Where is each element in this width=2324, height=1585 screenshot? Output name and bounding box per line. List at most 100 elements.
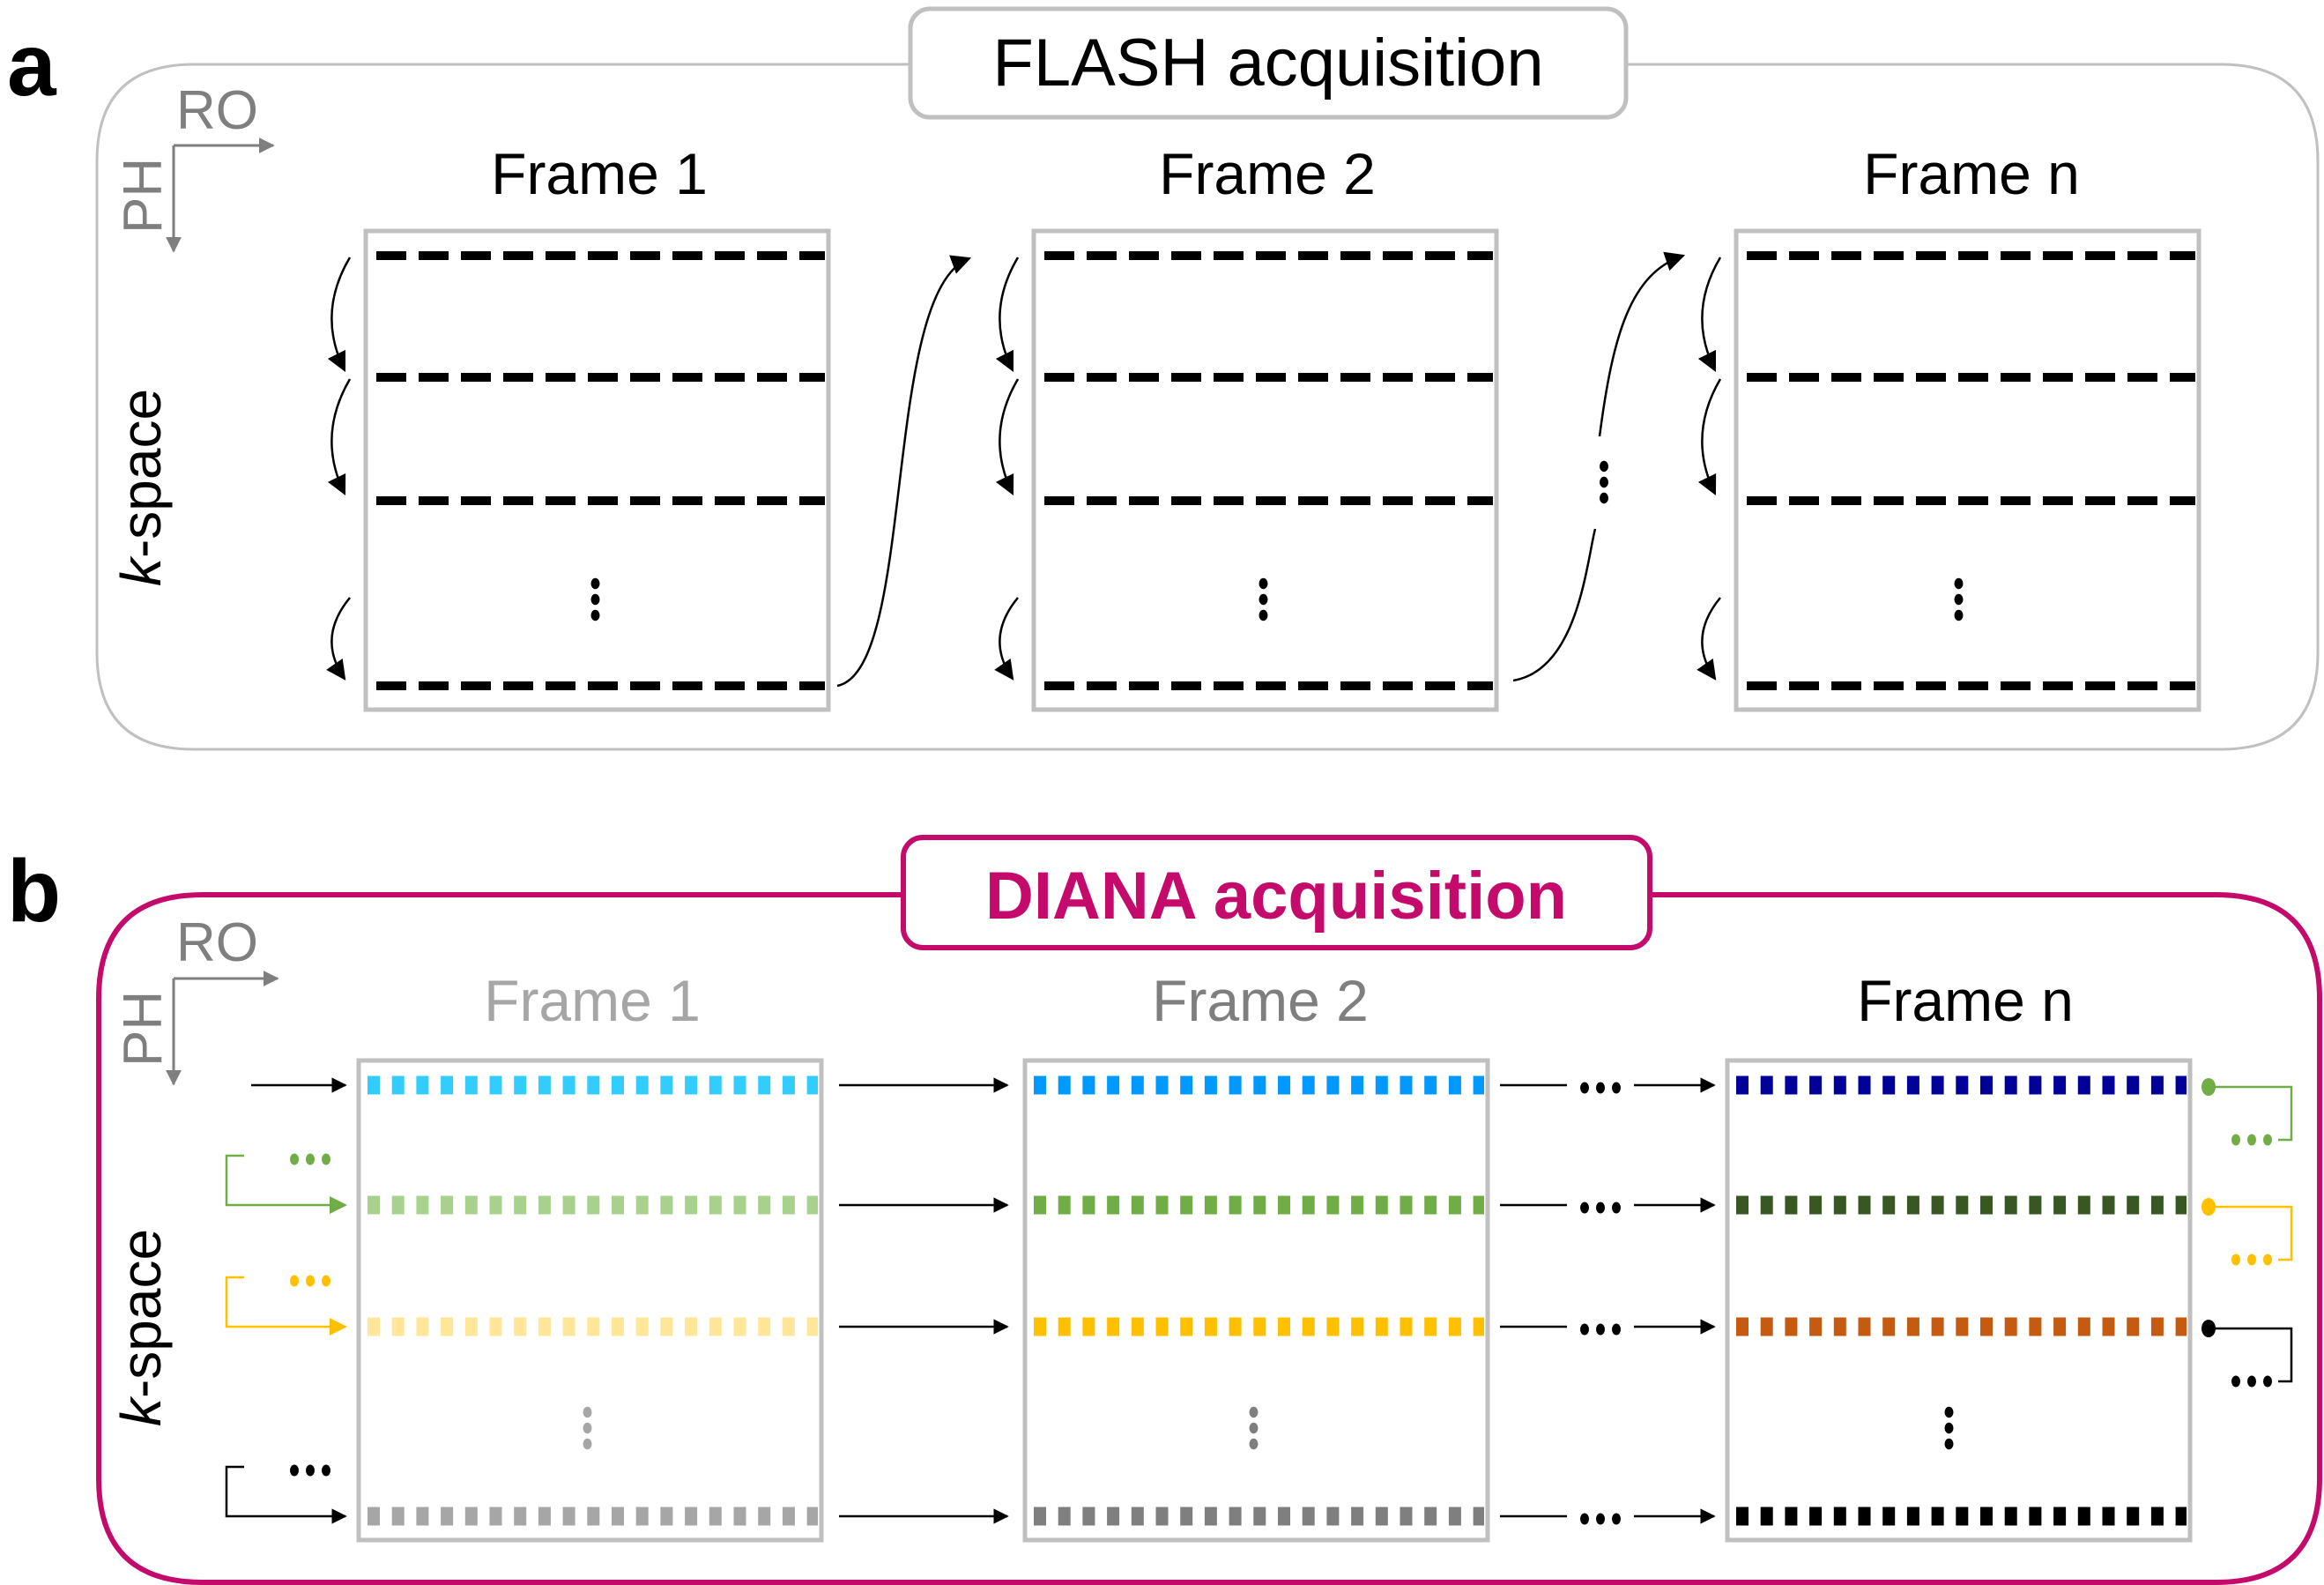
loop-entry-arrow: [225, 1465, 347, 1524]
ellipsis-dot: [1954, 593, 1964, 606]
panel-letter-a: a: [7, 16, 57, 115]
ellipsis-dot: [1944, 1438, 1954, 1450]
loop-back-bracket: [2209, 1327, 2293, 1383]
ellipsis-dot: [2263, 1134, 2272, 1146]
ellipsis-dot: [1600, 492, 1608, 504]
loop-back-ellipsis: [2231, 1254, 2272, 1266]
ellipsis-dot: [290, 1464, 299, 1477]
kspace-axis-label: k-space: [109, 389, 173, 586]
ellipsis-dot: [583, 1438, 592, 1450]
ellipsis-dot: [1259, 609, 1268, 621]
ellipsis-dot: [1944, 1406, 1954, 1418]
ellipsis-dot: [583, 1422, 592, 1434]
loop-entry-ellipsis: [290, 1153, 330, 1165]
ellipsis-dot: [1596, 1323, 1605, 1336]
frames-ellipsis: [1580, 1513, 1621, 1525]
ellipsis-dot: [1600, 476, 1608, 488]
ellipsis-dot: [1600, 460, 1608, 473]
ellipsis-dot: [2247, 1254, 2256, 1266]
ellipsis-dot: [306, 1153, 315, 1165]
frame-label: Frame n: [1857, 968, 2074, 1033]
frames-ellipsis: [1580, 1323, 1621, 1336]
more-lines-ellipsis: [1944, 1406, 1954, 1450]
ellipsis-dot: [2231, 1375, 2240, 1388]
kspace-frame-box: [1725, 1058, 2193, 1543]
line-order-arrow: [1697, 257, 1722, 373]
ellipsis-dot: [2263, 1254, 2272, 1266]
more-lines-ellipsis: [1954, 577, 1964, 621]
ellipsis-dot: [1596, 1202, 1605, 1214]
line-order-arrow: [327, 378, 352, 496]
axes-indicator-a: RO PH: [113, 80, 275, 253]
frame-label: Frame 2: [1152, 968, 1369, 1033]
kspace-frame-box: [1031, 228, 1499, 712]
loop-entry-ellipsis: [290, 1464, 330, 1477]
ellipsis-dot: [1249, 1406, 1259, 1418]
panel-b-frames: Frame 1 Frame 2 Frame n: [225, 968, 2293, 1543]
frame-label: Frame 2: [1159, 141, 1376, 206]
ellipsis-dot: [1249, 1422, 1259, 1434]
loop-entry-arrow: [225, 1154, 347, 1214]
ellipsis-dot: [590, 577, 600, 590]
loop-back-ellipsis: [2231, 1375, 2272, 1388]
axes-indicator-b: RO PH: [113, 912, 279, 1086]
kspace-frame-box: [363, 228, 831, 712]
frame-1: Frame 1: [326, 141, 831, 712]
panel-a-border: [95, 63, 2320, 751]
more-lines-ellipsis: [1259, 577, 1268, 621]
ellipsis-dot: [2231, 1134, 2240, 1146]
panel-b-diana: b DIANA acquisition RO PH k-space Frame …: [7, 835, 2322, 1585]
ellipsis-dot: [1954, 609, 1964, 621]
frame-2: Frame 2: [994, 141, 1499, 712]
more-lines-ellipsis: [583, 1406, 592, 1450]
ph-axis-label: PH: [113, 991, 174, 1067]
next-frame-arrow: [836, 255, 972, 688]
next-frame-arrow-lower: [1512, 528, 1597, 682]
ellipsis-dot: [1259, 593, 1268, 606]
more-lines-ellipsis: [1249, 1406, 1259, 1450]
loop-back-bracket: [2209, 1205, 2293, 1261]
ellipsis-dot: [2247, 1134, 2256, 1146]
ellipsis-dot: [1596, 1513, 1605, 1525]
kspace-frame-box: [1022, 1058, 1490, 1543]
ellipsis-dot: [1944, 1422, 1954, 1434]
ellipsis-dot: [1580, 1082, 1589, 1094]
loop-entry-arrow: [225, 1276, 347, 1336]
panel-b-title: DIANA acquisition: [985, 859, 1567, 934]
frames-ellipsis: [1580, 1082, 1621, 1094]
ellipsis-dot: [1612, 1082, 1621, 1094]
panel-b-title-box: [901, 835, 1652, 950]
ellipsis-dot: [1249, 1438, 1259, 1450]
kspace-frame-box: [356, 1058, 824, 1543]
ellipsis-dot: [322, 1153, 330, 1165]
ellipsis-dot: [290, 1275, 299, 1287]
ro-axis-label: RO: [176, 912, 258, 973]
ellipsis-dot: [590, 609, 600, 621]
kspace-frame-box: [1734, 228, 2201, 712]
ellipsis-dot: [1580, 1323, 1589, 1336]
ellipsis-dot: [306, 1275, 315, 1287]
ph-axis-label: PH: [113, 158, 174, 234]
panel-letter-b: b: [7, 842, 61, 941]
kspace-axis-label: k-space: [109, 1229, 173, 1426]
ellipsis-dot: [1259, 577, 1268, 590]
panel-a-flash: a FLASH acquisition RO PH k-space Frame …: [7, 6, 2320, 751]
loop-back-bracket: [2209, 1085, 2293, 1142]
ellipsis-dot: [1580, 1513, 1589, 1525]
frame-label: Frame 1: [484, 968, 701, 1033]
frame-3: Frame n: [1725, 968, 2193, 1543]
ellipsis-dot: [1612, 1323, 1621, 1336]
ellipsis-dot: [2247, 1375, 2256, 1388]
ro-axis-label: RO: [176, 80, 258, 141]
ellipsis-dot: [590, 593, 600, 606]
frames-ellipsis: [1600, 460, 1608, 504]
ellipsis-dot: [1596, 1082, 1605, 1094]
frames-ellipsis: [1580, 1202, 1621, 1214]
ellipsis-dot: [322, 1464, 330, 1477]
loop-entry-ellipsis: [290, 1275, 330, 1287]
ellipsis-dot: [2231, 1254, 2240, 1266]
ellipsis-dot: [1612, 1202, 1621, 1214]
line-order-arrow: [994, 597, 1019, 681]
